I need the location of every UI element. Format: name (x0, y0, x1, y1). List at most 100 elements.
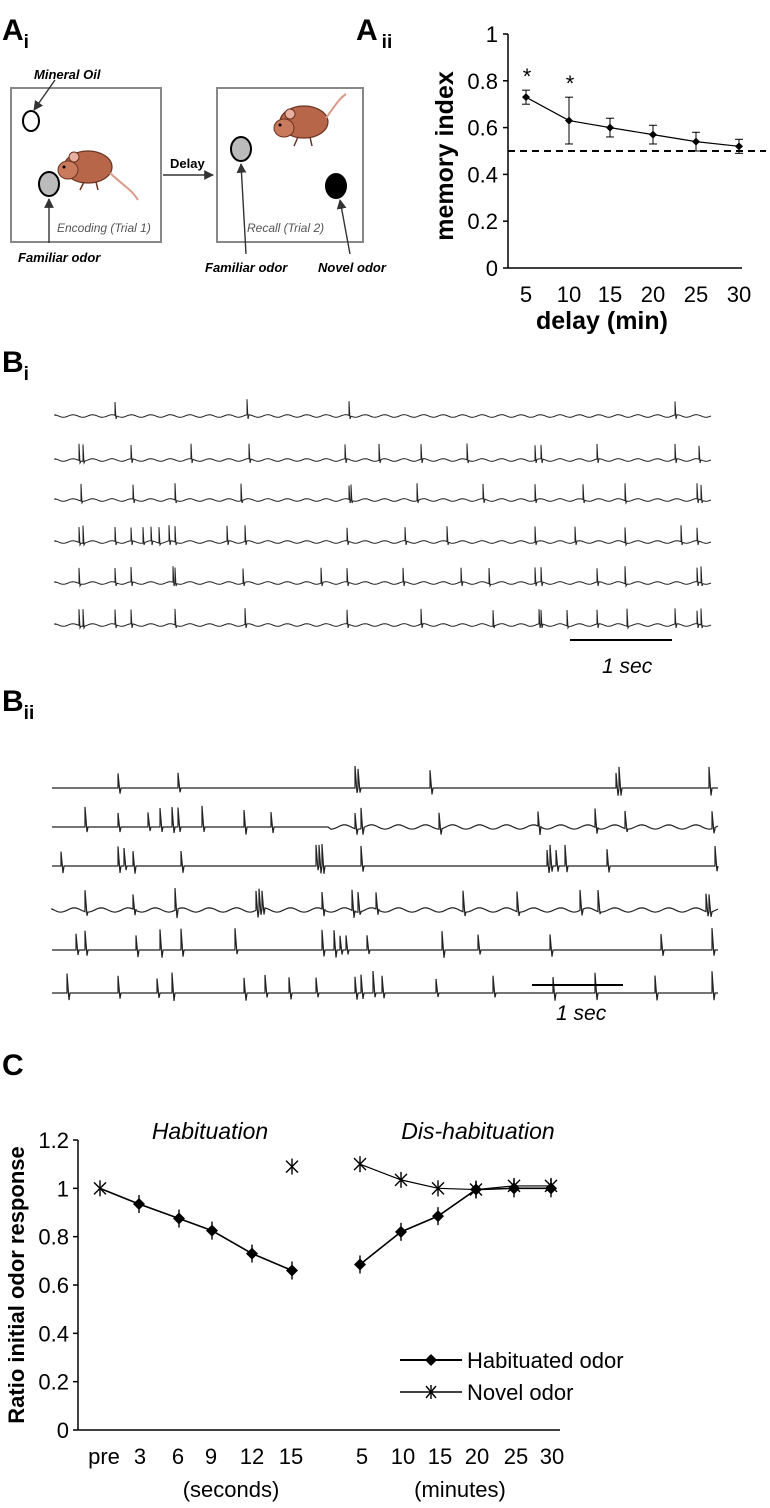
novel-point (394, 1171, 408, 1188)
habituation-ytick-label: 1.2 (38, 1128, 69, 1153)
legend-marker-habituated (425, 1354, 437, 1366)
novel-point (285, 1158, 299, 1175)
habituated-point (173, 1212, 185, 1225)
habituated-point (286, 1264, 298, 1277)
novel-odor-circle (325, 173, 347, 199)
memory-index-ytick-label: 1 (486, 22, 498, 47)
spike-traces-bii (51, 765, 719, 1001)
habituated-point (206, 1224, 218, 1237)
minutes-label: (minutes) (414, 1477, 506, 1502)
habituated-series-line-seconds (99, 1187, 293, 1272)
novel-point (469, 1181, 483, 1198)
rat-icon (57, 150, 139, 201)
rat-icon-recall (273, 93, 347, 147)
panel-label-bi: Bi (2, 346, 29, 385)
memory-index-ytick-label: 0.6 (467, 116, 498, 141)
memory-index-ylabel: memory index (431, 71, 459, 241)
novel-point (353, 1156, 367, 1173)
habituated-point (432, 1210, 444, 1223)
habituated-point (246, 1247, 258, 1260)
spike-trace-bi-3 (54, 483, 712, 505)
habituation-ytick-label: 0.2 (38, 1370, 69, 1395)
legend-label-habituated: Habituated odor (467, 1348, 624, 1373)
spike-trace-bi-1 (54, 399, 712, 420)
spike-trace-bi-4 (54, 525, 712, 547)
novel-point (507, 1177, 521, 1194)
habituation-title: Habituation (152, 1118, 268, 1144)
spike-trace-bii-1 (52, 765, 718, 796)
legend-label-novel: Novel odor (467, 1380, 573, 1405)
mineral-oil-label: Mineral Oil (34, 67, 101, 82)
significance-star: * (566, 71, 575, 96)
spike-trace-bii-3 (52, 844, 719, 874)
spike-trace-bii-4 (51, 888, 719, 919)
memory-index-point (649, 130, 657, 139)
delay-label: Delay (170, 156, 205, 171)
spike-trace-bii-6 (52, 970, 718, 1001)
habituated-point (395, 1225, 407, 1238)
habituation-xtick-label: 15 (428, 1444, 452, 1469)
memory-index-xtick-label: 10 (557, 282, 581, 307)
spike-traces-bi (54, 399, 712, 630)
seconds-label: (seconds) (183, 1477, 280, 1502)
encoding-label: Encoding (Trial 1) (57, 221, 151, 235)
spike-trace-bii-5 (52, 927, 718, 958)
memory-index-ytick-label: 0.2 (467, 209, 498, 234)
habituation-ytick-label: 0.8 (38, 1225, 69, 1250)
spike-trace-bii-2 (52, 805, 719, 835)
habituation-xtick-label: 3 (134, 1444, 146, 1469)
memory-index-xtick-label: 20 (641, 282, 665, 307)
habituation-xtick-label: 9 (205, 1444, 217, 1469)
panel-label-ai: Ai (2, 14, 29, 53)
memory-index-ytick-label: 0.8 (467, 69, 498, 94)
memory-index-point (565, 116, 573, 125)
significance-star: * (523, 64, 532, 89)
memory-index-point (735, 142, 743, 151)
memory-index-series-line (525, 96, 740, 147)
habituation-xtick-label: 20 (465, 1444, 489, 1469)
novel-point (93, 1180, 107, 1197)
spike-trace-bi-2 (54, 443, 712, 465)
habituation-xtick-label: 10 (391, 1444, 415, 1469)
memory-index-marks: ** (508, 64, 766, 154)
habituation-xtick-label: 25 (504, 1444, 528, 1469)
mineral-oil-circle (22, 110, 40, 132)
memory-index-ytick-label: 0 (486, 256, 498, 281)
novel-point (431, 1180, 445, 1197)
familiar-odor-label-2: Familiar odor (205, 260, 288, 275)
familiar-odor-label-1: Familiar odor (18, 250, 101, 265)
habituation-ylabel: Ratio initial odor response (4, 1146, 29, 1423)
habituation-marks (93, 1156, 558, 1280)
memory-index-xtick-label: 25 (684, 282, 708, 307)
habituation-xtick-label: 6 (172, 1444, 184, 1469)
spike-trace-bi-6 (54, 608, 712, 630)
habituation-xtick-label: 5 (356, 1444, 368, 1469)
familiar-odor-circle-recall (230, 136, 252, 162)
habituated-point (354, 1258, 366, 1271)
habituated-series-line-minutes (359, 1187, 551, 1266)
novel-odor-label: Novel odor (318, 260, 387, 275)
memory-index-ytick-label: 0.4 (467, 162, 498, 187)
habituation-ytick-label: 0.6 (38, 1273, 69, 1298)
scale-bar-bi-label: 1 sec (602, 655, 653, 678)
habituation-xtick-label: 15 (279, 1444, 303, 1469)
schematic-ai: Mineral Oil Encoding (Trial 1) Familiar … (10, 67, 387, 275)
spike-trace-bi-5 (54, 566, 712, 588)
habituation-ytick-label: 0.4 (38, 1321, 69, 1346)
familiar-odor-circle (38, 171, 60, 197)
memory-index-xtick-label: 30 (727, 282, 751, 307)
novel-series-line (359, 1163, 551, 1191)
habituation-xtick-label: 30 (540, 1444, 564, 1469)
legend: Habituated odor Novel odor (400, 1348, 624, 1405)
habituated-point (133, 1198, 145, 1211)
legend-marker-novel (425, 1385, 437, 1399)
scale-bar-bii-label: 1 sec (556, 1002, 607, 1025)
recall-label: Recall (Trial 2) (247, 221, 324, 235)
memory-index-point (522, 93, 530, 102)
